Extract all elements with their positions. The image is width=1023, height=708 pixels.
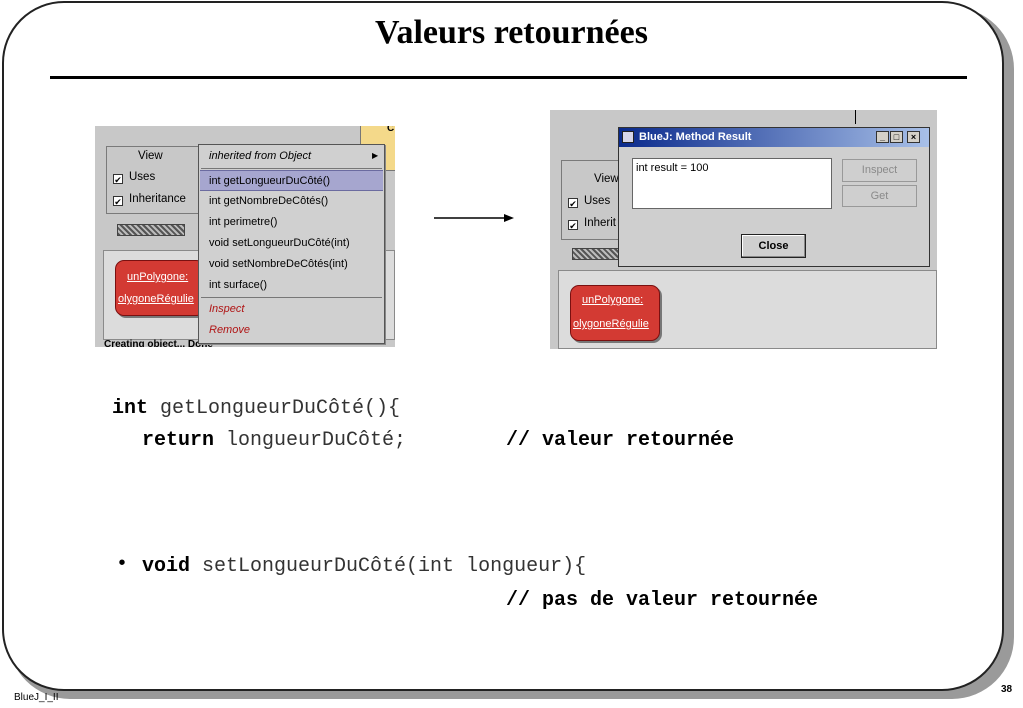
code-line-1: int getLongueurDuCôté(){ <box>112 397 400 420</box>
keyword-return: return <box>142 429 215 452</box>
comment-valeur-retournee: // valeur retournée <box>506 429 735 452</box>
menu-item-setnombre[interactable]: void setNombreDeCôtés(int) <box>209 258 348 270</box>
menu-separator <box>201 297 382 298</box>
inheritance-label: Inherit <box>584 217 616 229</box>
dialog-titlebar[interactable]: BlueJ: Method Result _ □ × <box>619 128 929 147</box>
close-button[interactable]: Close <box>741 234 806 258</box>
menu-item-getlongueur[interactable]: int getLongueurDuCôté() <box>200 170 383 191</box>
code-return-expression: longueurDuCôté; <box>214 429 407 452</box>
slide-footer: BlueJ_I_II <box>14 692 59 703</box>
object-unpolygone[interactable]: unPolygone: olygoneRégulie <box>115 260 205 316</box>
uses-label: Uses <box>129 171 156 183</box>
object-name: unPolygone: <box>127 271 189 283</box>
code-setlongueur-signature: setLongueurDuCôté(int longueur){ <box>190 555 587 578</box>
code-getlongueur-signature: getLongueurDuCôté(){ <box>148 397 401 420</box>
maximize-icon[interactable]: □ <box>890 131 903 143</box>
right-arrow-icon <box>434 214 514 222</box>
object-context-menu: inherited from Object ▶ int getLongueurD… <box>198 144 385 344</box>
menu-item-remove[interactable]: Remove <box>209 324 250 336</box>
menu-item-inspect[interactable]: Inspect <box>209 303 245 315</box>
inspect-button[interactable]: Inspect <box>842 159 917 182</box>
code-line-2: return longueurDuCôté; <box>142 429 406 452</box>
menu-item-setlongueur[interactable]: void setLongueurDuCôté(int) <box>209 237 350 249</box>
object-unpolygone[interactable]: unPolygone: olygoneRégulie <box>570 285 660 341</box>
code-line-3: void setLongueurDuCôté(int longueur){ <box>142 555 586 578</box>
menu-item-inherited[interactable]: inherited from Object <box>209 150 312 162</box>
keyword-void: void <box>142 555 191 578</box>
menu-separator <box>201 168 382 169</box>
dialog-title: BlueJ: Method Result <box>639 131 752 143</box>
view-label: View <box>594 173 619 185</box>
uses-checkbox[interactable]: ✔ <box>113 174 123 185</box>
page-number: 38 <box>1001 684 1013 695</box>
object-class: olygoneRégulie <box>573 318 649 330</box>
keyword-int: int <box>112 397 149 420</box>
uses-label: Uses <box>584 195 611 207</box>
inheritance-checkbox[interactable]: ✔ <box>568 220 578 231</box>
edge-line <box>855 110 856 124</box>
get-button[interactable]: Get <box>842 185 917 207</box>
slide-title: Valeurs retournées <box>375 14 648 51</box>
menu-item-getnombre[interactable]: int getNombreDeCôtés() <box>209 195 329 207</box>
bullet: • <box>116 553 129 576</box>
menu-item-perimetre[interactable]: int perimetre() <box>209 216 278 228</box>
method-result-dialog: BlueJ: Method Result _ □ × int result = … <box>618 127 930 267</box>
object-name: unPolygone: <box>582 294 644 306</box>
minimize-icon[interactable]: _ <box>876 131 889 143</box>
inheritance-label: Inheritance <box>129 193 186 205</box>
inheritance-checkbox[interactable]: ✔ <box>113 196 123 207</box>
bluej-app-icon <box>622 131 634 143</box>
zoom-slider[interactable] <box>117 224 185 236</box>
view-label: View <box>138 150 163 162</box>
bluej-context-menu-screenshot: C View ✔ Uses ✔ Inheritance unPolygone: … <box>95 126 395 347</box>
comment-pas-de-valeur: // pas de valeur retournée <box>506 589 819 612</box>
result-text-area[interactable]: int result = 100 <box>632 158 832 209</box>
submenu-arrow-icon: ▶ <box>372 151 379 160</box>
bluej-method-result-screenshot: View ✔ Uses ✔ Inherit unPolygone: olygon… <box>550 110 937 349</box>
uses-checkbox[interactable]: ✔ <box>568 198 578 209</box>
title-rule <box>50 76 967 79</box>
close-icon[interactable]: × <box>907 131 920 143</box>
menu-item-surface[interactable]: int surface() <box>209 279 268 291</box>
class-box-label: C <box>387 126 395 134</box>
status-bar: Creating object... Done <box>104 339 213 347</box>
object-class: olygoneRégulie <box>118 293 194 305</box>
view-group: View ✔ Uses ✔ Inheritance <box>106 146 201 214</box>
